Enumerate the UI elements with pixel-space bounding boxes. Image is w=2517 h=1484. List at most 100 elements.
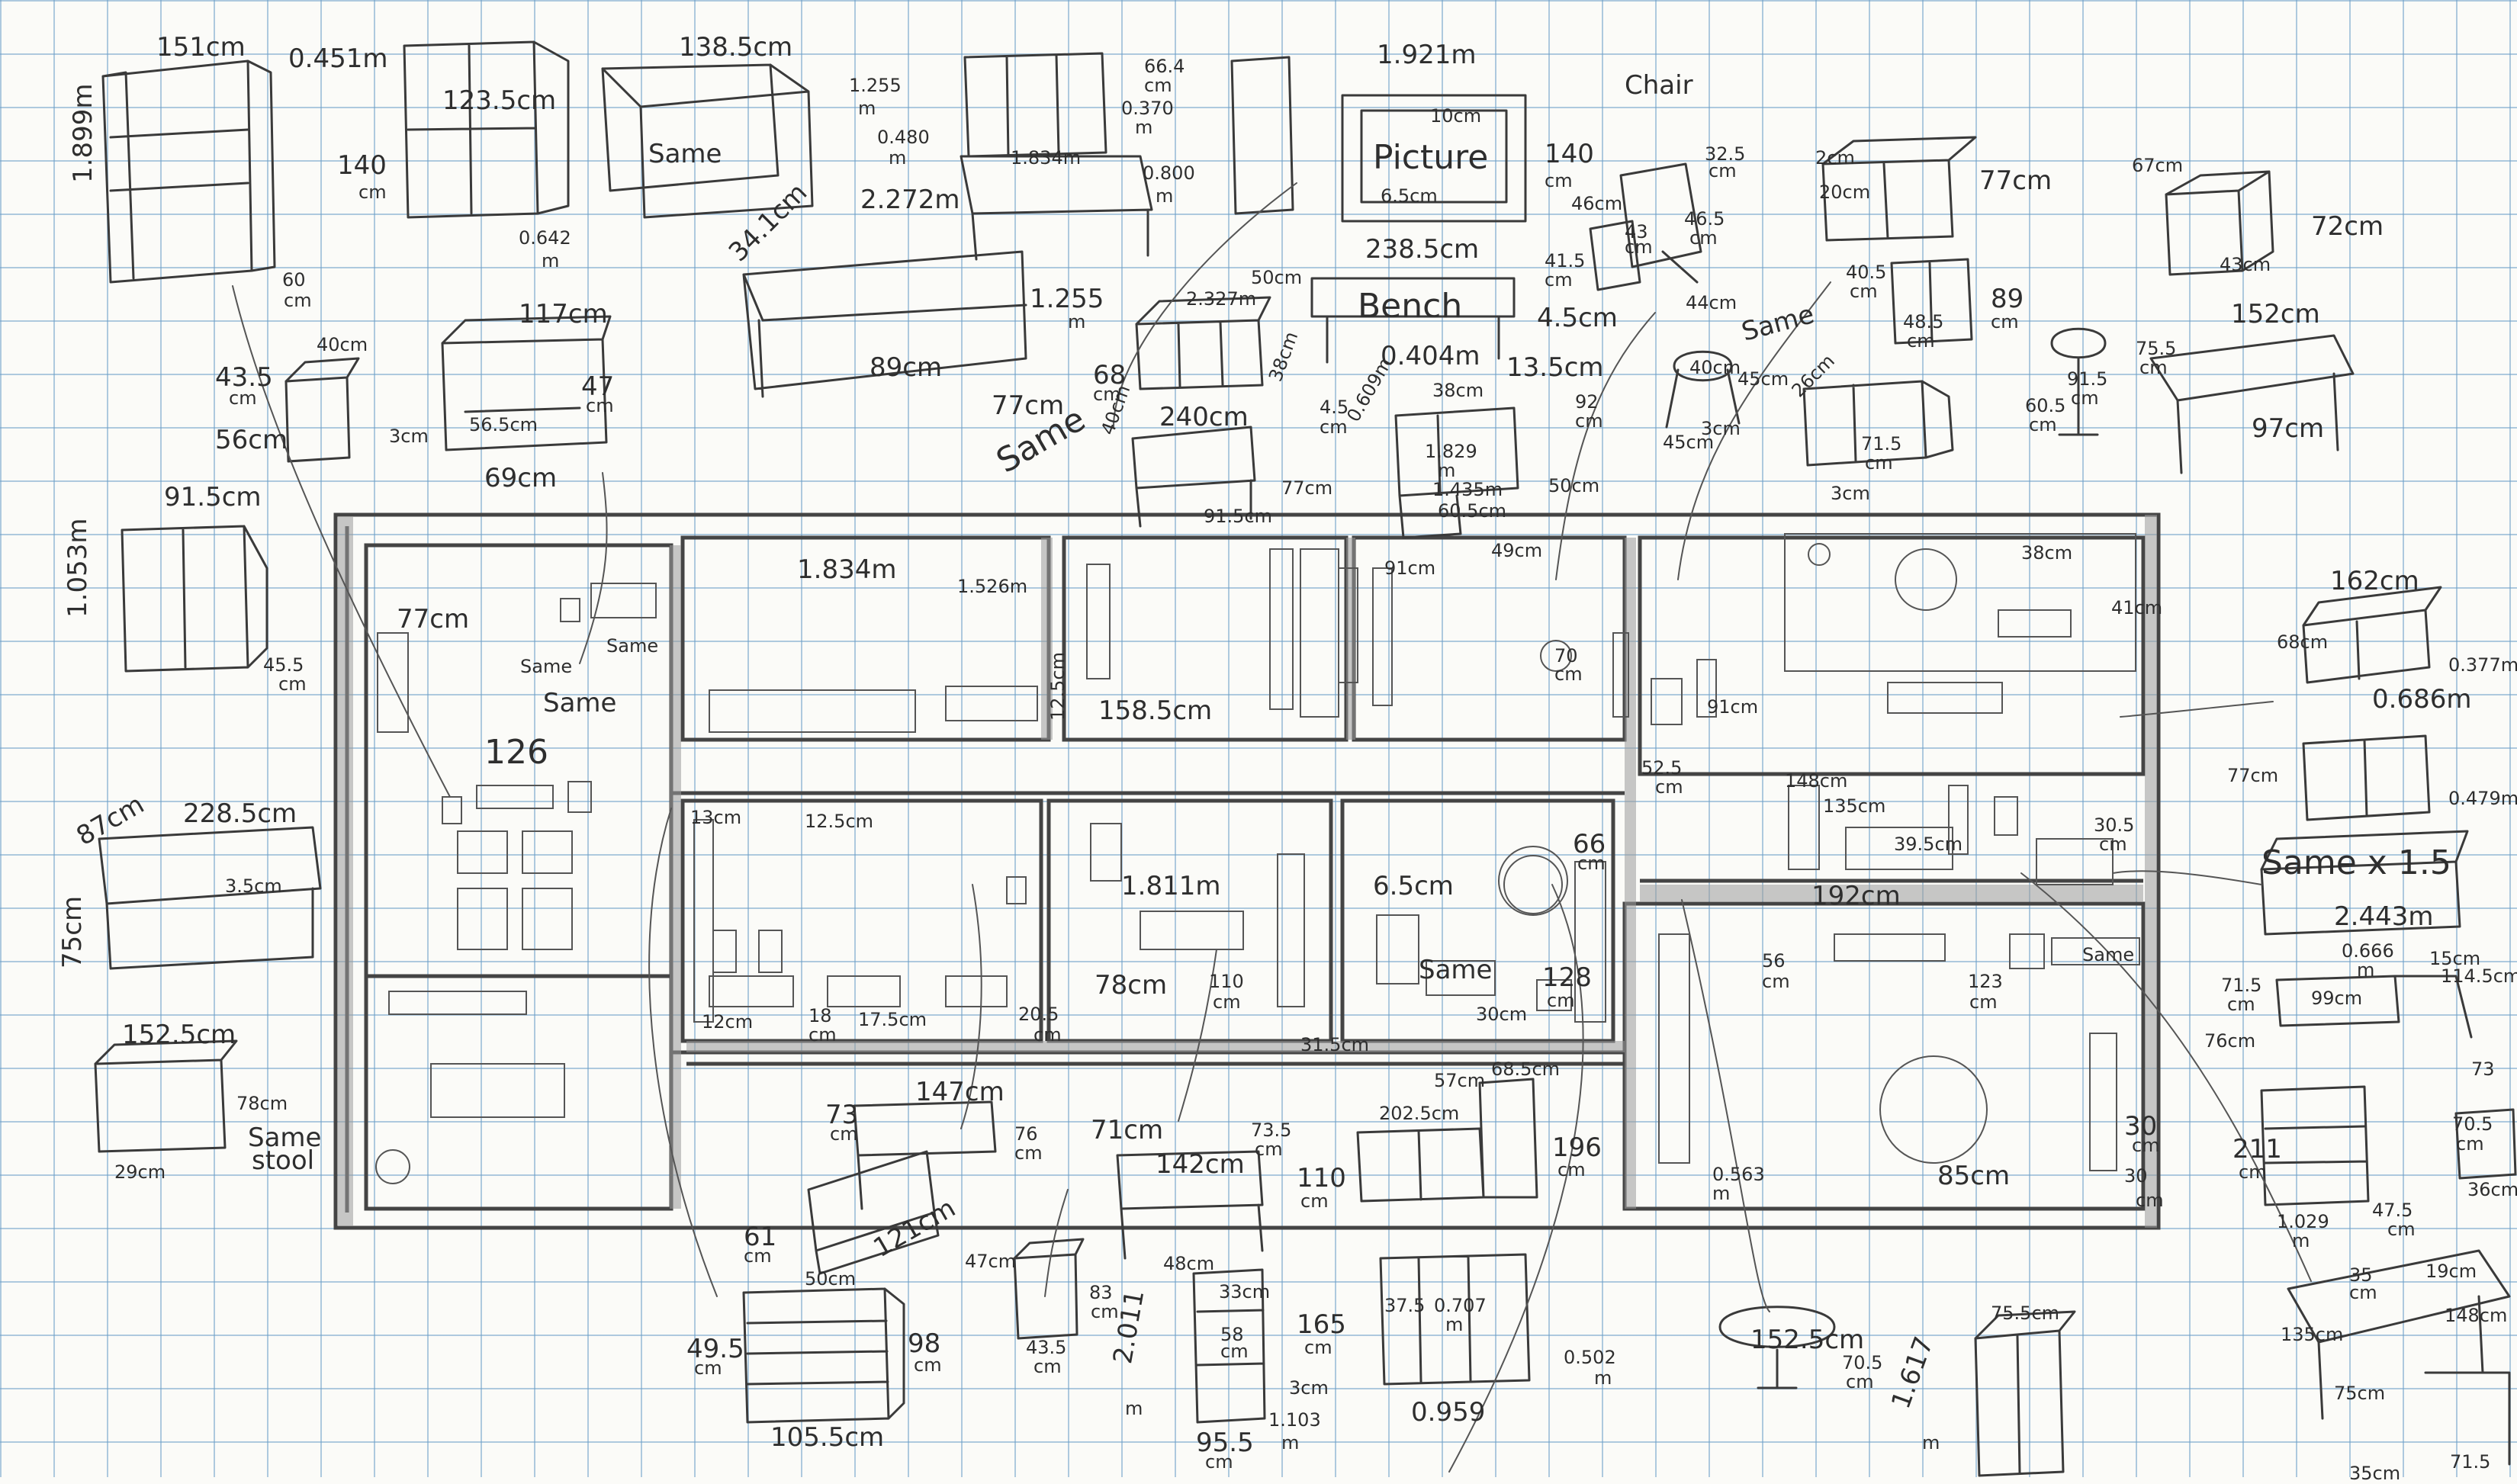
dimension-label: cm bbox=[2139, 357, 2168, 378]
dimension-label: 1.899m bbox=[68, 83, 98, 183]
dimension-label: 2.272m bbox=[860, 185, 960, 215]
dimension-label: 68cm bbox=[2277, 631, 2329, 653]
dimension-label: 0.707 bbox=[1434, 1295, 1487, 1316]
dimension-label: 114.5cm bbox=[2441, 965, 2517, 987]
dimension-label: 73.5 bbox=[1251, 1119, 1292, 1141]
dimension-label: 1.921m bbox=[1377, 40, 1477, 70]
plan-item-17 bbox=[1300, 548, 1339, 718]
dimension-label: 41cm bbox=[2111, 597, 2163, 618]
dimension-label: 73 bbox=[825, 1100, 859, 1130]
dimension-label: cm bbox=[2029, 414, 2057, 435]
dimension-label: m bbox=[542, 250, 560, 271]
plan-item-5 bbox=[476, 785, 554, 809]
dimension-label: cm bbox=[2387, 1219, 2416, 1240]
leader-7 bbox=[2112, 870, 2262, 885]
sketch-cabinet-2025 bbox=[1356, 1078, 1538, 1203]
sketch-drawer-211 bbox=[2260, 1085, 2370, 1206]
dimension-label: 75.5cm bbox=[1991, 1303, 2060, 1324]
sketch-desk-1255 bbox=[742, 250, 1027, 398]
dimension-label: 0.377m bbox=[2448, 654, 2517, 676]
dimension-label: 78cm bbox=[1095, 970, 1168, 1001]
dimension-label: 56.5cm bbox=[469, 414, 538, 435]
dimension-label: 228.5cm bbox=[183, 798, 297, 829]
dimension-label: 123.5cm bbox=[442, 85, 557, 116]
dimension-label: 39.5cm bbox=[1894, 834, 1963, 855]
sketch-desk-142 bbox=[1116, 1150, 1264, 1260]
dimension-label: 45cm bbox=[1737, 368, 1789, 390]
dimension-label: 50cm bbox=[1548, 475, 1600, 496]
dimension-label: cm bbox=[1762, 971, 1790, 992]
dimension-label: 52.5 bbox=[1641, 757, 1683, 779]
dimension-label: cm bbox=[2071, 387, 2099, 409]
dimension-label: 40.5 bbox=[1846, 262, 1887, 283]
dimension-label: 30cm bbox=[1476, 1004, 1528, 1025]
dimension-label: 152.5cm bbox=[1750, 1325, 1865, 1355]
plan-item-22 bbox=[1696, 659, 1717, 718]
plan-round-table-3 bbox=[1498, 846, 1568, 916]
sketch-oval-table bbox=[1718, 1306, 1836, 1389]
plan-item-46 bbox=[1376, 914, 1419, 985]
sketch-table-2272 bbox=[960, 155, 1153, 261]
dimension-label: 123 bbox=[1968, 971, 2003, 992]
leader-6 bbox=[2120, 701, 2274, 718]
dimension-label: cm bbox=[2456, 1133, 2484, 1155]
dimension-label: 98 bbox=[908, 1328, 941, 1359]
dimension-label: 83 bbox=[1089, 1282, 1113, 1303]
plan-item-20 bbox=[1612, 632, 1629, 718]
dimension-label: 148cm bbox=[2445, 1305, 2508, 1326]
sketch-cabinet-2327 bbox=[1135, 296, 1271, 390]
dimension-label: 30 bbox=[2124, 1111, 2158, 1142]
dimension-label: 128 bbox=[1542, 962, 1592, 993]
sketch-cabinet-77 bbox=[1821, 136, 1977, 242]
dimension-label: 31.5cm bbox=[1300, 1034, 1370, 1055]
dimension-label: 140 bbox=[337, 150, 387, 181]
dimension-label: 78cm bbox=[236, 1093, 288, 1114]
dimension-label: Chair bbox=[1625, 70, 1693, 101]
sketch-cabinet-1055 bbox=[742, 1287, 905, 1424]
dimension-label: 43.5 bbox=[215, 362, 273, 393]
leader-11 bbox=[1448, 884, 1584, 1473]
dimension-label: 3cm bbox=[1831, 483, 1870, 504]
sketch-desk-2285 bbox=[98, 826, 322, 970]
dimension-label: 2cm bbox=[1815, 147, 1855, 169]
dimension-label: 95.5 bbox=[1196, 1428, 1254, 1458]
dimension-label: 60.5cm bbox=[1438, 500, 1507, 522]
dimension-label: m bbox=[1445, 1314, 1464, 1335]
dimension-label: 77cm bbox=[992, 390, 1065, 421]
dimension-label: 38cm bbox=[1432, 380, 1484, 401]
sketch-stool-1525 bbox=[94, 1039, 238, 1153]
dimension-label: 30.5 bbox=[2094, 814, 2135, 836]
plan-item-48 bbox=[1574, 861, 1606, 1023]
sketch-shelf-121 bbox=[807, 1150, 940, 1275]
dimension-label: 30 bbox=[2124, 1165, 2148, 1187]
dimension-label: 49.5 bbox=[686, 1334, 744, 1364]
plan-item-10 bbox=[522, 888, 573, 950]
dimension-label: 32.5 bbox=[1705, 143, 1746, 165]
sketch-same-box bbox=[601, 63, 814, 219]
dimension-label: 91.5 bbox=[2067, 368, 2108, 390]
dimension-label: 35 bbox=[2349, 1264, 2373, 1286]
plan-item-40 bbox=[827, 975, 901, 1007]
dimension-label: 48.5 bbox=[1903, 311, 1944, 332]
dimension-label: 12cm bbox=[702, 1011, 754, 1033]
plan-item-35 bbox=[2089, 1033, 2117, 1171]
plan-item-34 bbox=[1658, 933, 1690, 1164]
plan-item-38 bbox=[758, 930, 783, 973]
dimension-label: 1.435m bbox=[1432, 479, 1503, 500]
leader-2 bbox=[579, 472, 608, 664]
plan-item-13 bbox=[709, 689, 916, 733]
plan-item-1 bbox=[377, 632, 409, 733]
dimension-label: cm bbox=[1205, 1451, 1233, 1473]
dimension-label: 162cm bbox=[2330, 566, 2419, 596]
dimension-label: cm bbox=[1033, 1356, 1062, 1377]
plan-item-14 bbox=[945, 686, 1038, 721]
dimension-label: cm bbox=[1575, 410, 1603, 432]
dimension-label: 147cm bbox=[915, 1077, 1005, 1107]
plan-item-6 bbox=[567, 781, 592, 813]
dimension-label: 148cm bbox=[1785, 770, 1848, 792]
floor-plan-walls bbox=[333, 512, 2161, 1230]
plan-item-11 bbox=[388, 991, 527, 1015]
plan-item-18 bbox=[1338, 567, 1358, 683]
sketch-desk-99 bbox=[2275, 975, 2473, 1039]
dimension-label: 142cm bbox=[1156, 1149, 1245, 1180]
